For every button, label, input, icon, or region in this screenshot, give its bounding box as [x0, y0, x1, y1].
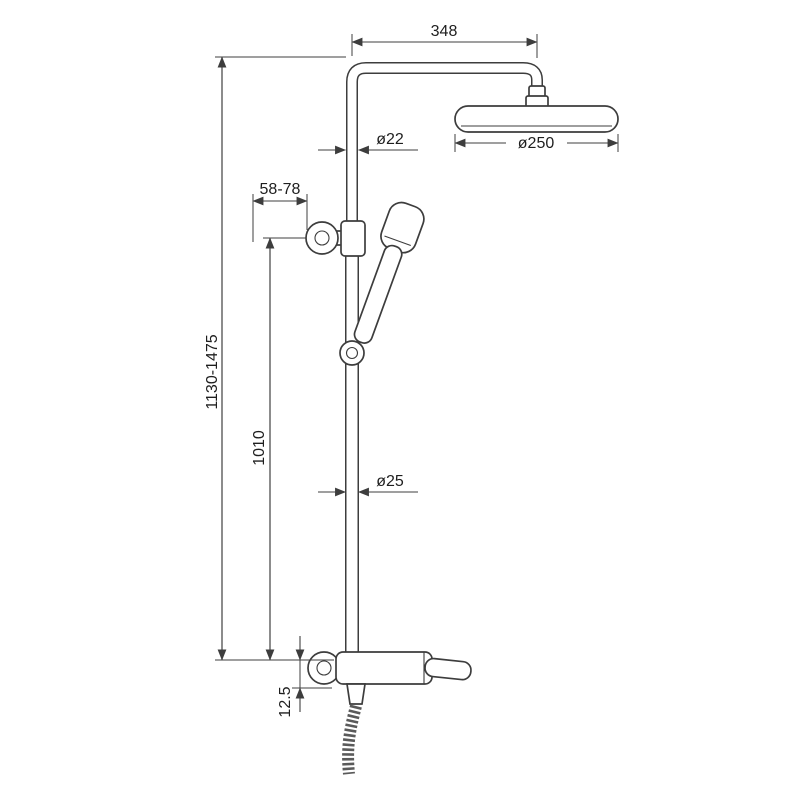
dimension-head-diameter: ø250 [454, 134, 619, 152]
dimension-arm-length: 348 [351, 23, 538, 58]
riser-length-label: 1010 [251, 430, 268, 466]
hand-shower-handle [353, 244, 403, 344]
dimension-riser-length: 1010 [251, 237, 306, 661]
shower-hose [342, 704, 362, 775]
dimension-bottom-offset: 12.5 [277, 636, 332, 718]
wall-bracket-range-label: 58-78 [260, 181, 301, 198]
slide-bracket [305, 220, 366, 257]
holder-ring [339, 340, 365, 366]
hand-shower-face-line [384, 235, 411, 247]
dimension-overall-height: 1130-1475 [204, 56, 346, 661]
mixer-flange-inner [316, 660, 332, 676]
holder-ring-inner [345, 346, 359, 360]
hand-shower-head [380, 201, 425, 254]
shower-head-body [454, 105, 619, 133]
shower-pipe [345, 62, 543, 655]
bracket-wall-plate [305, 221, 339, 255]
overall-height-label: 1130-1475 [204, 334, 221, 409]
hand-shower [353, 201, 425, 344]
pipe-diameter-label: ø25 [376, 473, 404, 490]
dimension-top-pipe-diameter: ø22 [318, 131, 418, 155]
bracket-wall-plate-inner [314, 230, 330, 246]
mixer-body [335, 651, 433, 685]
top-pipe-diameter-label: ø22 [376, 131, 404, 148]
shower-head [454, 85, 619, 133]
mixer-lever [424, 657, 472, 681]
mixer-valve [307, 651, 472, 775]
arm-length-label: 348 [431, 23, 458, 40]
hand-shower-holder [339, 340, 365, 366]
dimension-pipe-diameter: ø25 [318, 473, 418, 497]
dimension-wall-bracket-range: 58-78 [252, 181, 308, 242]
head-diameter-label: ø250 [518, 135, 555, 152]
bottom-offset-label: 12.5 [277, 686, 294, 717]
hose-connector-nut [346, 683, 366, 705]
bracket-clamp [340, 220, 366, 257]
